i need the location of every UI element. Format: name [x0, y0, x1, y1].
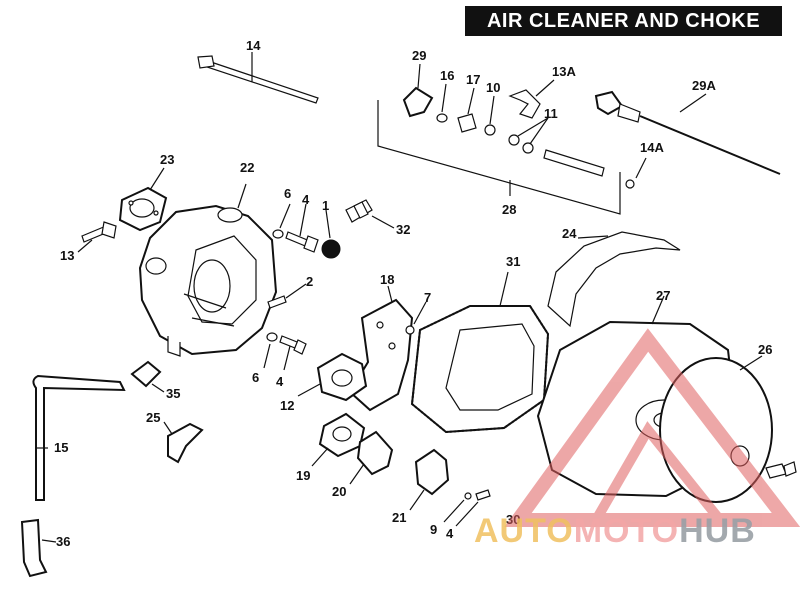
callout-17: 17	[466, 72, 480, 87]
callout-25: 25	[146, 410, 160, 425]
callout-4-lower: 4	[276, 374, 284, 389]
callout-14: 14	[246, 38, 261, 53]
callout-6-lower: 6	[252, 370, 259, 385]
part-1-plug	[321, 209, 341, 259]
part-11-nuts	[508, 117, 549, 154]
callout-21: 21	[392, 510, 406, 525]
callout-4-bottom: 4	[446, 526, 454, 541]
part-29-choke-knob	[402, 63, 434, 118]
callout-32: 32	[396, 222, 410, 237]
callout-28: 28	[502, 202, 516, 217]
part-21-bracket	[409, 448, 450, 511]
callout-13: 13	[60, 248, 74, 263]
part-24-shield	[547, 231, 681, 328]
part-14a-washer	[625, 157, 647, 189]
callout-29: 29	[412, 48, 426, 63]
callout-labels: 14 29 16 17 10 13A 11 29A 14A 28 23 22 6…	[54, 38, 772, 549]
diagram-title: AIR CLEANER AND CHOKE	[465, 6, 782, 36]
part-15-breather-hose	[32, 374, 126, 501]
part-12-gasket	[297, 352, 368, 402]
part-13-screw	[77, 221, 117, 253]
callout-35: 35	[166, 386, 180, 401]
callout-14a: 14A	[640, 140, 664, 155]
part-25-hose-elbow	[163, 421, 204, 464]
callout-20: 20	[332, 484, 346, 499]
part-30-screw	[765, 461, 797, 479]
watermark-moto: MOTO	[573, 512, 680, 550]
part-16-washer	[436, 83, 448, 123]
callout-11: 11	[544, 106, 558, 121]
callout-26: 26	[758, 342, 772, 357]
callout-31: 31	[506, 254, 520, 269]
callout-2: 2	[306, 274, 313, 289]
watermark-triangle-logo	[504, 328, 800, 527]
part-23-gasket	[118, 167, 168, 232]
part-20-plate	[349, 430, 394, 485]
part-28-bracket-line	[377, 100, 621, 215]
callout-22: 22	[240, 160, 254, 175]
callout-12: 12	[280, 398, 294, 413]
callout-18: 18	[380, 272, 394, 287]
callout-1: 1	[322, 198, 329, 213]
part-2-screw	[267, 283, 307, 309]
callout-23: 23	[160, 152, 174, 167]
part-10-nut	[484, 95, 496, 136]
part-14-cable-strap	[197, 52, 319, 104]
callout-13a: 13A	[552, 64, 576, 79]
callout-9: 9	[430, 522, 437, 537]
callout-27: 27	[656, 288, 670, 303]
part-6-4-washer-bolt-upper	[272, 203, 319, 253]
callout-16: 16	[440, 68, 454, 83]
callout-7: 7	[424, 290, 431, 305]
part-29a-choke-cable	[594, 90, 781, 175]
watermark-hub: HUB	[679, 512, 756, 550]
part-9-4-washer-screw	[443, 489, 491, 527]
part-36-hose-end	[20, 518, 57, 578]
callout-29a: 29A	[692, 78, 716, 93]
watermark-text: AUTOMOTOHUB	[474, 512, 756, 551]
watermark-auto: AUTO	[474, 512, 574, 550]
part-32-fitting	[345, 199, 395, 229]
part-17-bushing	[457, 87, 477, 133]
callout-6-upper: 6	[284, 186, 291, 201]
part-31-filter-element	[410, 271, 550, 434]
part-22-backplate	[138, 183, 278, 357]
callout-19: 19	[296, 468, 310, 483]
part-7-nut	[405, 301, 427, 335]
part-13a-clamp	[508, 79, 555, 119]
part-19-gasket	[311, 412, 366, 467]
callout-36: 36	[56, 534, 70, 549]
callout-10: 10	[486, 80, 500, 95]
part-choke-shaft	[543, 149, 605, 177]
callout-4-upper: 4	[302, 192, 310, 207]
part-6-4-washer-bolt-lower	[263, 332, 307, 371]
callout-24: 24	[562, 226, 577, 241]
callout-15: 15	[54, 440, 68, 455]
part-35-fitting	[130, 360, 165, 393]
